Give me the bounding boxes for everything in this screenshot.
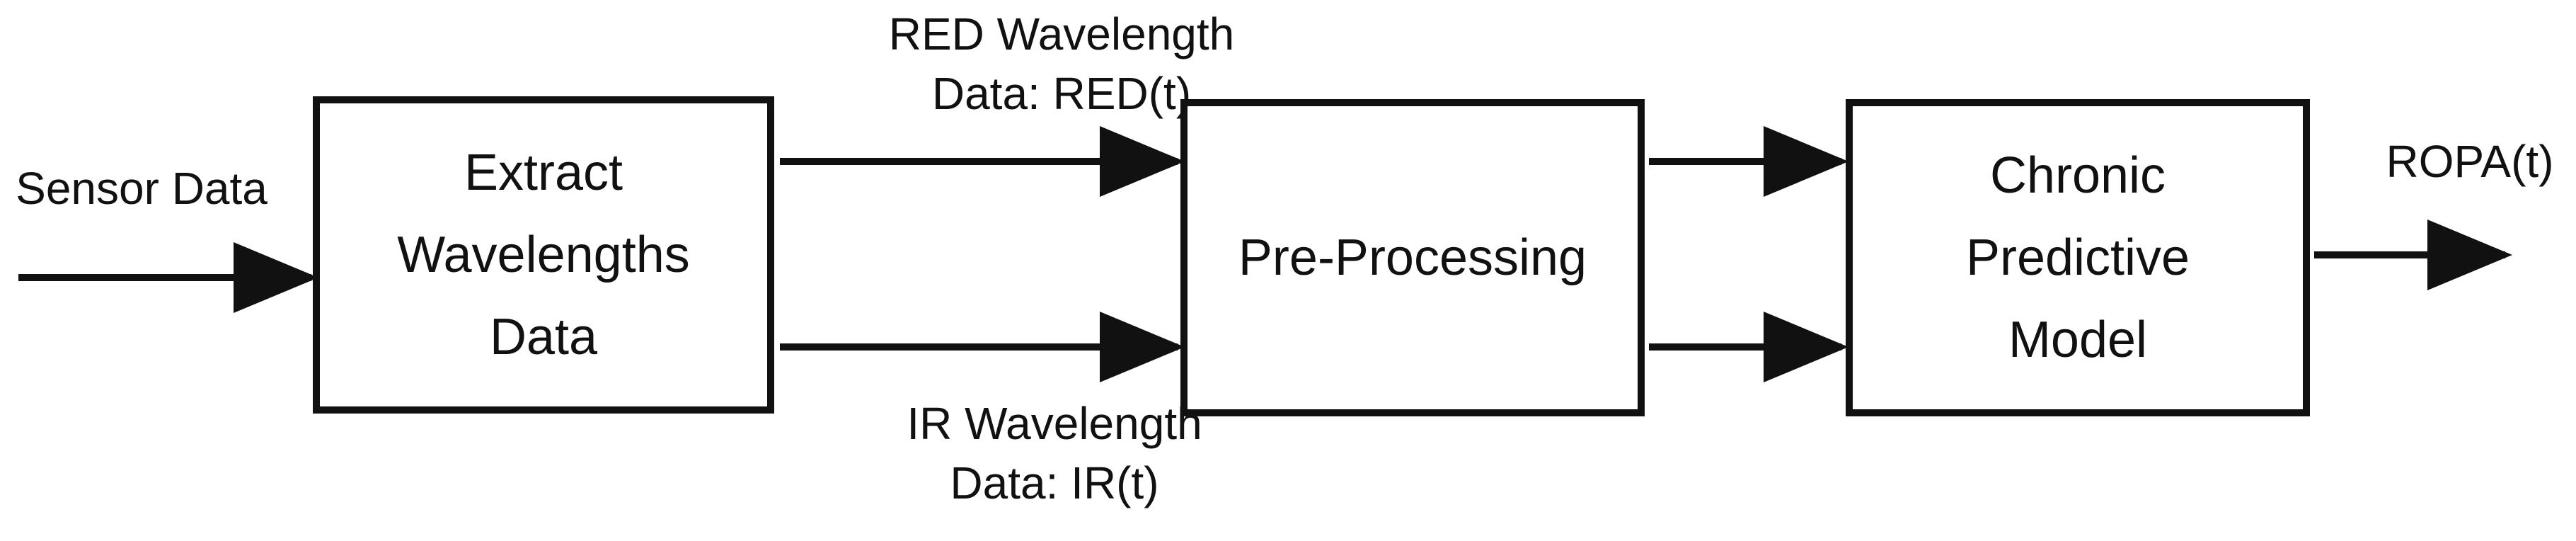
extract-wavelengths-block: Extract Wavelengths Data bbox=[313, 96, 774, 414]
extract-wavelengths-text: Extract Wavelengths Data bbox=[397, 144, 690, 365]
red-wavelength-label: RED Wavelength Data: RED(t) bbox=[888, 8, 1235, 119]
ropa-output-label: ROPA(t) bbox=[2386, 136, 2554, 187]
ir-wavelength-label: IR Wavelength Data: IR(t) bbox=[907, 398, 1202, 508]
pre-processing-text: Pre-Processing bbox=[1238, 229, 1587, 286]
chronic-predictive-model-block: Chronic Predictive Model bbox=[1846, 99, 2310, 416]
sensor-data-label: Sensor Data bbox=[16, 163, 268, 214]
chronic-predictive-model-text: Chronic Predictive Model bbox=[1965, 147, 2190, 368]
pre-processing-block: Pre-Processing bbox=[1180, 99, 1645, 416]
